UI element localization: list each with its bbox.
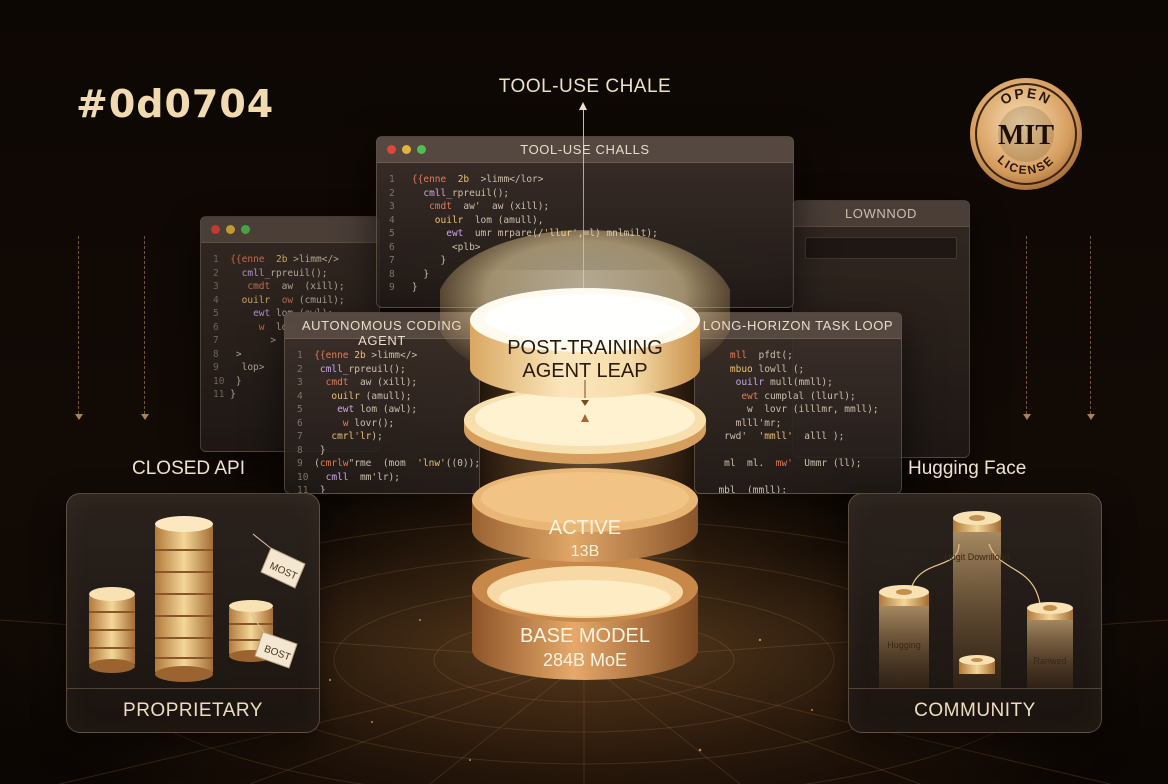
top-layer-line1: POST-TRAINING	[507, 337, 663, 359]
center-pillar-text: Hugit Downlload	[944, 552, 1010, 562]
community-footer: COMMUNITY	[849, 688, 1101, 732]
tool-use-label: TOOL-USE CHALE	[498, 76, 672, 97]
close-icon[interactable]	[387, 145, 396, 154]
window-titlebar[interactable]	[201, 217, 379, 243]
base-layer-line2: 284B MoE	[543, 650, 627, 670]
left-pillar-text: Hugging	[887, 640, 921, 650]
code-editor: mll pfdt(; mbuo lowll (; ouilr mull(mmll…	[718, 350, 879, 494]
proprietary-panel: MOST BOST PROPRIETARY	[66, 493, 320, 733]
window-title: AUTONOMOUS CODING AGENT	[301, 318, 463, 348]
base-layer-line1: BASE MODEL	[520, 625, 650, 647]
arrow-down-icon	[1022, 236, 1031, 420]
code-window-long-horizon[interactable]: LONG-HORIZON TASK LOOP mll pfdt(; mbuo l…	[694, 312, 902, 494]
minimize-icon[interactable]	[226, 225, 235, 234]
community-panel: Hugit Downlload Hugging Ranwed COMMUNITY	[848, 493, 1102, 733]
open-license-badge: OPEN LICENSE MIT	[970, 78, 1082, 190]
price-tag-icon: MOST	[252, 533, 306, 589]
community-pillars-illustration: Hugit Downlload Hugging Ranwed	[879, 511, 1073, 688]
minimize-icon[interactable]	[402, 145, 411, 154]
close-icon[interactable]	[211, 225, 220, 234]
active-layer-line2: 13B	[571, 543, 599, 560]
code-window-autonomous-agent[interactable]: AUTONOMOUS CODING AGENT 1 {{enne 2b >lim…	[284, 312, 480, 494]
window-titlebar[interactable]: TOOL-USE CHALLS	[377, 137, 793, 163]
proprietary-footer: PROPRIETARY	[67, 688, 319, 732]
hugging-face-label: Hugging Face	[908, 458, 1027, 479]
window-controls	[211, 225, 250, 234]
up-arrow-icon	[579, 102, 587, 304]
active-layer-line1: ACTIVE	[549, 517, 621, 539]
arrow-down-icon	[1086, 236, 1095, 420]
right-pillar-text: Ranwed	[1033, 656, 1066, 666]
arrow-down-icon	[140, 236, 149, 420]
mit-logo-mark: MIT	[998, 120, 1054, 151]
model-stack: POST-TRAINING AGENT LEAP ACTIVE 13B BASE…	[440, 230, 730, 680]
closed-api-label: CLOSED API	[132, 458, 245, 479]
top-layer-line2: AGENT LEAP	[522, 360, 647, 382]
window-titlebar[interactable]: LOWNNOD	[793, 201, 969, 227]
code-editor: 1 {{enne 2b >limm</> 2 cmll_rpreuil(); 3…	[297, 350, 480, 494]
terminal-input-row[interactable]	[805, 237, 957, 259]
maximize-icon[interactable]	[241, 225, 250, 234]
window-title: TOOL-USE CHALLS	[520, 142, 650, 157]
arrow-down-icon	[74, 236, 83, 420]
color-hex-label: #0d0704	[76, 82, 275, 126]
maximize-icon[interactable]	[417, 145, 426, 154]
stacked-coins-illustration: MOST BOST	[89, 516, 306, 682]
window-title: LOWNNOD	[844, 206, 918, 221]
window-title: LONG-HORIZON TASK LOOP	[702, 318, 894, 333]
price-tag-icon: BOST	[250, 613, 298, 669]
window-controls	[387, 145, 426, 154]
